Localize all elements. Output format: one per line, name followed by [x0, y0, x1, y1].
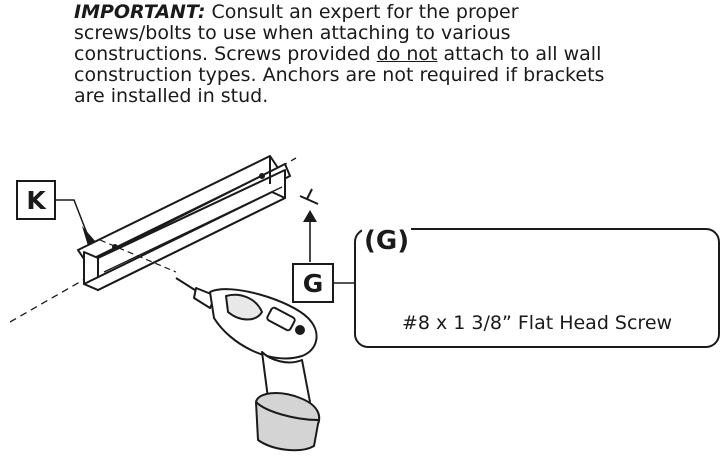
bracket-arrow-icon	[82, 226, 96, 246]
important-notice: IMPORTANT: Consult an expert for the pro…	[74, 2, 634, 107]
screw-arrow-icon	[303, 210, 317, 222]
bracket-icon	[77, 155, 291, 291]
notice-underlined-text: do not	[376, 43, 438, 65]
wall-guide-line	[9, 157, 297, 323]
important-label: IMPORTANT:	[74, 1, 206, 23]
notice-text-2: attach to all wall construction types. A…	[74, 43, 605, 107]
screw-detail-callout: (G) #8 x 1 3/8” Flat Head Screw	[354, 226, 720, 348]
callout-tag: (G)	[362, 226, 412, 256]
bracket-leader-line	[56, 199, 89, 237]
small-screw-icon	[299, 188, 319, 205]
drill-icon	[175, 277, 321, 452]
screw-label: G	[292, 263, 334, 303]
bracket-label: K	[16, 180, 56, 220]
screw-caption: #8 x 1 3/8” Flat Head Screw	[401, 312, 673, 334]
notice-text-1: Consult an expert for the proper screws/…	[74, 1, 519, 65]
drill-guide-line	[99, 239, 177, 273]
